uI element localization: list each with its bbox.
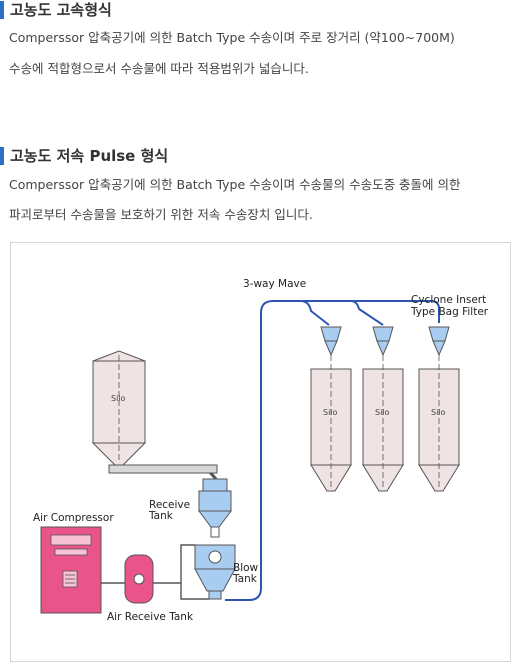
air-receive-tank <box>124 554 154 604</box>
section2-desc-line1: Comperssor 압축공기에 의한 Batch Type 수송이며 수송물의… <box>9 177 461 192</box>
air-compressor-label: Air Compressor <box>33 512 114 524</box>
air-line <box>101 544 209 600</box>
pneumatic-conveying-diagram: Silo Receive Tank Blow Tank Air Compress… <box>10 242 511 662</box>
destination-silo-1-label: Silo <box>323 408 338 417</box>
blow-tank-label-2: Tank <box>232 573 258 585</box>
receive-tank <box>198 478 232 538</box>
destination-silo-1: Silo <box>310 326 352 492</box>
section1-desc-line2: 수송에 적합형으로서 수송물에 따라 적용범위가 넓습니다. <box>9 61 309 76</box>
cyclone-label-1: Cyclone Insert <box>411 294 486 306</box>
blow-tank <box>194 544 236 600</box>
destination-silo-2-label: Silo <box>375 408 390 417</box>
section2-title: 고농도 저속 Pulse 형식 <box>0 147 168 165</box>
feed-silo-label: Silo <box>111 394 126 403</box>
cyclone-label-2: Type Bag Filter <box>410 306 489 318</box>
diagram-svg: Silo Receive Tank Blow Tank Air Compress… <box>33 278 489 623</box>
destination-silo-3-label: Silo <box>431 408 446 417</box>
air-compressor <box>40 526 102 614</box>
feed-silo: Silo <box>91 350 218 474</box>
destination-silo-3: Silo <box>418 326 460 492</box>
destination-silo-2: Silo <box>362 326 404 492</box>
section1-desc-line1: Comperssor 압축공기에 의한 Batch Type 수송이며 주로 장… <box>9 30 455 45</box>
three-way-valve-label: 3-way Mave <box>243 278 306 290</box>
section2-desc-line2: 파괴로부터 수송물을 보호하기 위한 저속 수송장치 입니다. <box>9 207 313 222</box>
air-receive-tank-label: Air Receive Tank <box>107 611 194 623</box>
receive-tank-label-2: Tank <box>148 510 174 522</box>
receive-tank-label-1: Receive <box>149 499 190 511</box>
section1-title: 고농도 고속형식 <box>0 1 112 19</box>
blow-tank-label-1: Blow <box>233 562 259 574</box>
